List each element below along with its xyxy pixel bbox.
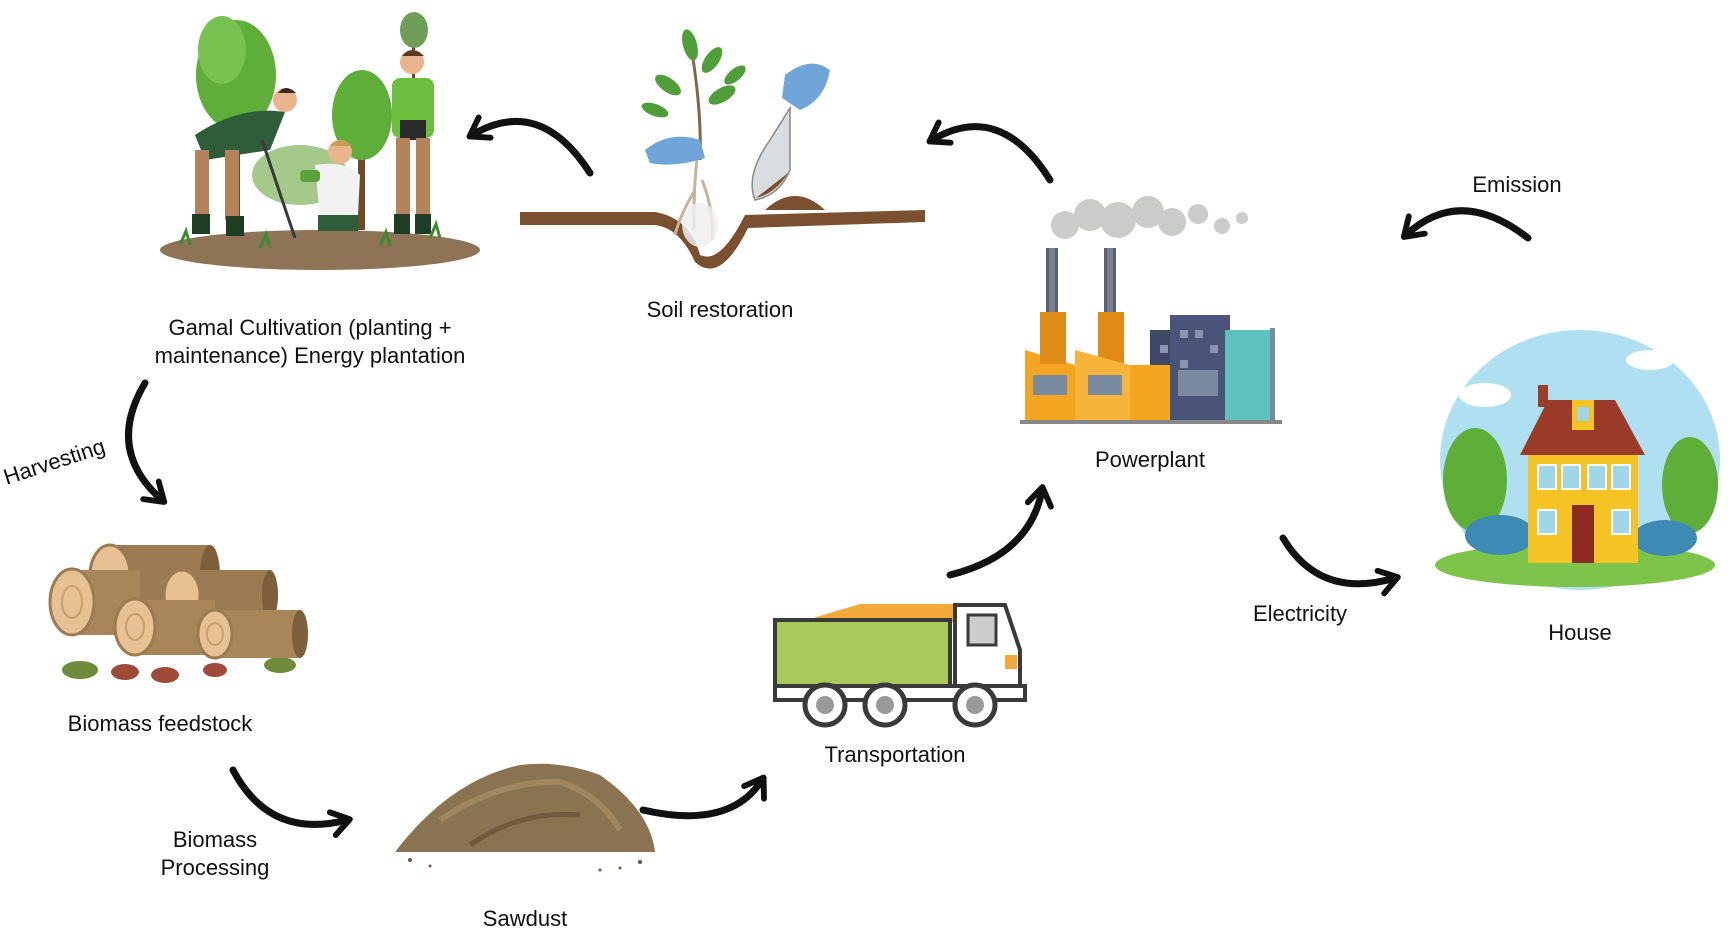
electricity-label: Electricity [1252, 601, 1348, 626]
house-label: House [1548, 620, 1612, 645]
people-planting-trees-icon [160, 12, 480, 270]
arrow-transport-to-powerplant [946, 484, 1054, 579]
wood-logs-icon [48, 543, 308, 683]
sawdust-pile-icon [395, 763, 655, 872]
arrow-powerplant-to-soil [926, 119, 1054, 184]
factory-icon [1020, 196, 1282, 424]
sawdust-label: Sawdust [482, 906, 568, 931]
biomass-processing-label: Biomass Processing [160, 827, 270, 880]
emission-label: Emission [1472, 172, 1562, 197]
house-icon [1435, 330, 1720, 590]
arrow-powerplant-to-house [1279, 534, 1401, 597]
biomass-feedstock-label: Biomass feedstock [67, 711, 253, 736]
powerplant-label: Powerplant [1094, 447, 1206, 472]
soil-restoration-label: Soil restoration [646, 297, 794, 322]
arrow-feedstock-to-sawdust [229, 766, 353, 839]
seedling-in-soil-icon [520, 29, 925, 269]
arrow-cultivation-to-feedstock [125, 379, 168, 505]
truck-icon [773, 603, 1027, 728]
transportation-label: Transportation [824, 742, 966, 767]
arrow-soil-to-cultivation [466, 114, 594, 177]
arrow-house-to-powerplant [1400, 207, 1532, 242]
cultivation-label: Gamal Cultivation (planting + maintenanc… [154, 315, 466, 368]
arrow-sawdust-to-transport [639, 774, 767, 820]
